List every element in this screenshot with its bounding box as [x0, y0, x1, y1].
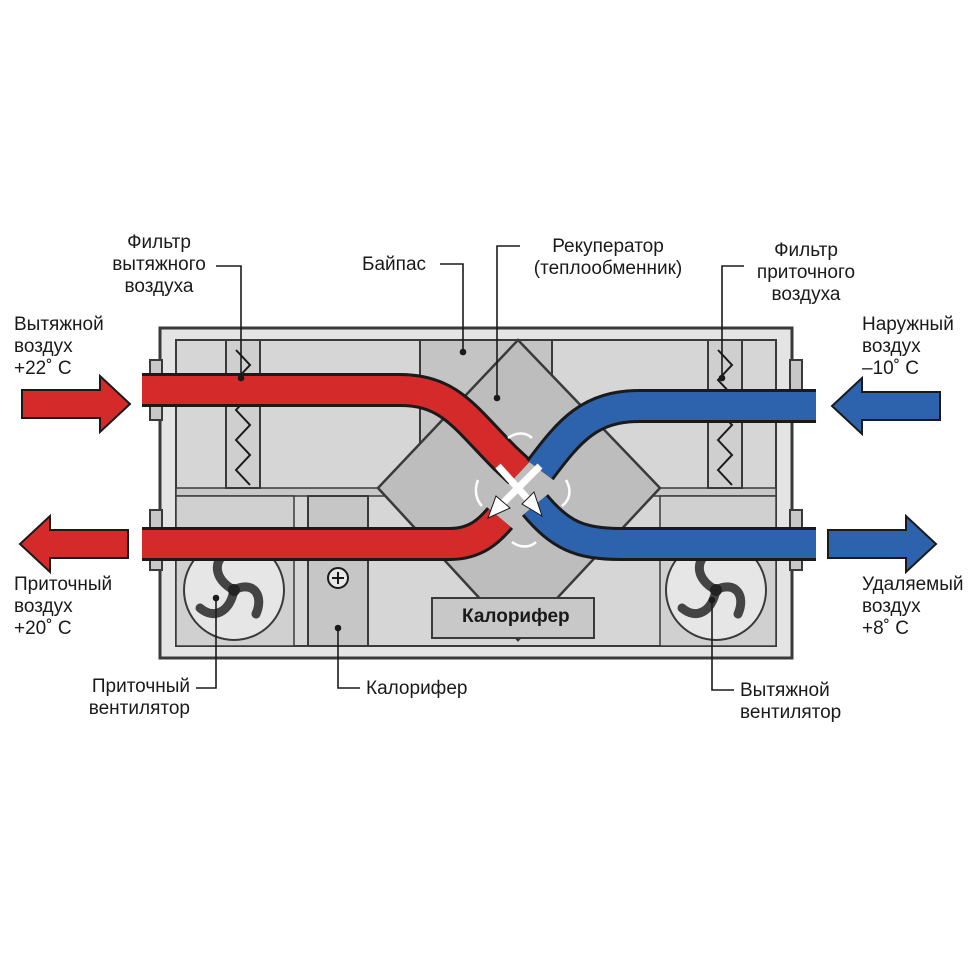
supply-air-out-label: Приточный воздух +20˚ С	[14, 574, 113, 639]
heater-column	[307, 495, 369, 647]
removed-air-out-arrow	[827, 513, 938, 575]
exhaust-fan-label: Вытяжной вентилятор	[740, 680, 842, 723]
supply-air-out-arrow	[18, 513, 129, 575]
exhaust-fan	[659, 495, 777, 647]
supply-fan	[175, 495, 295, 647]
exhaust-air-in-arrow	[21, 373, 132, 435]
bypass-label: Байпас	[362, 254, 427, 275]
callout-lines	[196, 245, 744, 691]
recuperator-label: Рекуператор (теплообменник)	[533, 236, 683, 279]
exhaust-filter	[225, 339, 261, 489]
crossflow-arrows	[474, 432, 571, 548]
outdoor-air-label: Наружный воздух –10˚ С	[862, 314, 954, 379]
supply-filter-label: Фильтр приточного воздуха	[756, 240, 856, 305]
heater-box	[431, 597, 595, 639]
exhaust-filter-label: Фильтр вытяжного воздуха	[112, 232, 206, 297]
removed-air-label: Удаляемый воздух +8˚ С	[862, 574, 964, 639]
exhaust-air-in-label: Вытяжной воздух +22˚ С	[14, 314, 104, 379]
outdoor-air-in-arrow	[830, 375, 941, 437]
heater-box-label: Калорифер	[462, 606, 570, 627]
supply-fan-label: Приточный вентилятор	[88, 676, 190, 719]
heater-callout-label: Калорифер	[366, 678, 468, 699]
